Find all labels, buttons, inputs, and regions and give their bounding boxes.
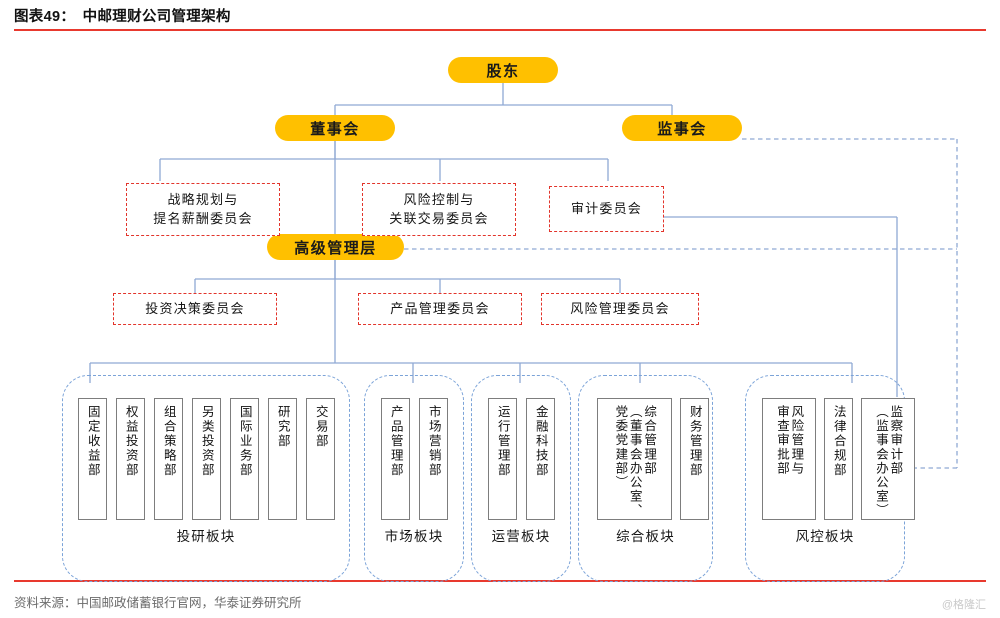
dept-trading[interactable]: 交易部 [306, 398, 335, 520]
committee-line-2: 关联交易委员会 [389, 210, 489, 226]
dept-label-part-1: 综合管理部 [642, 405, 657, 476]
sector-operations [471, 375, 571, 582]
committee-product-management[interactable]: 产品管理委员会 [358, 293, 522, 325]
dept-label: 固定收益部 [85, 405, 100, 478]
sector-label-market: 市场板块 [384, 529, 444, 544]
dept-label: 市场营销部 [426, 405, 441, 478]
dept-label: 权益投资部 [123, 405, 138, 478]
committee-line-1: 风险控制与 [403, 191, 475, 207]
page-title: 图表49： 中邮理财公司管理架构 [14, 9, 231, 25]
sector-label-operations: 运营板块 [491, 529, 551, 544]
dept-label: 运行管理部 [495, 405, 510, 478]
sector-market [364, 375, 464, 582]
dept-equity-investment[interactable]: 权益投资部 [116, 398, 145, 520]
dept-research[interactable]: 研究部 [268, 398, 297, 520]
dept-label: 研究部 [275, 405, 290, 449]
dept-financial-management[interactable]: 财务管理部 [680, 398, 709, 520]
dept-label: 法律合规部 [831, 405, 846, 478]
source-note: 资料来源：中国邮政储蓄银行官网，华泰证券研究所 [14, 596, 302, 610]
figure-header: 图表49： 中邮理财公司管理架构 [0, 0, 1000, 31]
dept-label-part-1: 风险管理与 [789, 405, 804, 476]
sector-label-investment-research: 投研板块 [176, 529, 236, 544]
node-shareholder[interactable]: 股东 [448, 57, 558, 83]
dept-supervision-audit[interactable]: （监事会办公室） 监察审计部 [861, 398, 915, 520]
dept-label-part-2: （监事会办公室） [874, 405, 888, 518]
dept-label-part-2: 审查审批部 [775, 405, 789, 476]
committee-line-2: 提名薪酬委员会 [153, 210, 253, 226]
dept-operations-management[interactable]: 运行管理部 [488, 398, 517, 520]
committee-risk-control-related-party[interactable]: 风险控制与 关联交易委员会 [362, 183, 516, 236]
dept-risk-management-and-approval[interactable]: 审查审批部 风险管理与 [762, 398, 816, 520]
connector-lines [89, 79, 958, 469]
committee-strategy-nomination[interactable]: 战略规划与 提名薪酬委员会 [126, 183, 280, 236]
dept-alternative-investment[interactable]: 另类投资部 [192, 398, 221, 520]
committee-line-1: 战略规划与 [167, 191, 239, 207]
dept-marketing[interactable]: 市场营销部 [419, 398, 448, 520]
org-chart-canvas: 股东 董事会 监事会 高级管理层 战略规划与 提名薪酬委员会 风险控制与 关联交… [0, 31, 1000, 582]
sector-investment-research [62, 375, 350, 582]
dept-fixed-income[interactable]: 固定收益部 [78, 398, 107, 520]
dept-international-business[interactable]: 国际业务部 [230, 398, 259, 520]
dept-fintech[interactable]: 金融科技部 [526, 398, 555, 520]
dept-label: 组合策略部 [161, 405, 176, 478]
dept-label: 另类投资部 [199, 405, 214, 478]
dept-label: 国际业务部 [237, 405, 252, 478]
dept-label: 交易部 [313, 405, 328, 449]
dept-portfolio-strategy[interactable]: 组合策略部 [154, 398, 183, 520]
node-board-of-directors[interactable]: 董事会 [275, 115, 395, 141]
committee-line-1: 风险管理委员会 [570, 300, 670, 316]
node-senior-management[interactable]: 高级管理层 [267, 234, 404, 260]
dept-label: 财务管理部 [687, 405, 702, 478]
dept-general-administration[interactable]: 党委党建部） （董事会办公室、 综合管理部 [597, 398, 672, 520]
committee-line-1: 产品管理委员会 [390, 300, 490, 316]
committee-line-1: 审计委员会 [570, 200, 642, 216]
dept-label: 金融科技部 [533, 405, 548, 478]
dept-label: 产品管理部 [388, 405, 403, 478]
node-board-of-supervisors[interactable]: 监事会 [622, 115, 742, 141]
dept-label-part-3: 党委党建部） [613, 405, 628, 490]
dept-product-management[interactable]: 产品管理部 [381, 398, 410, 520]
dept-label-part-1: 监察审计部 [888, 405, 903, 476]
committee-line-1: 投资决策委员会 [145, 300, 245, 316]
sector-comprehensive [578, 375, 713, 582]
committee-risk-management[interactable]: 风险管理委员会 [541, 293, 699, 325]
dept-label-part-2: （董事会办公室、 [627, 405, 642, 518]
sector-label-risk-control: 风控板块 [795, 529, 855, 544]
dept-legal-compliance[interactable]: 法律合规部 [824, 398, 853, 520]
sector-label-comprehensive: 综合板块 [616, 529, 675, 544]
header-divider [14, 29, 986, 31]
committee-audit[interactable]: 审计委员会 [549, 186, 664, 232]
watermark: @格隆汇 [941, 599, 986, 611]
committee-investment-decision[interactable]: 投资决策委员会 [113, 293, 277, 325]
